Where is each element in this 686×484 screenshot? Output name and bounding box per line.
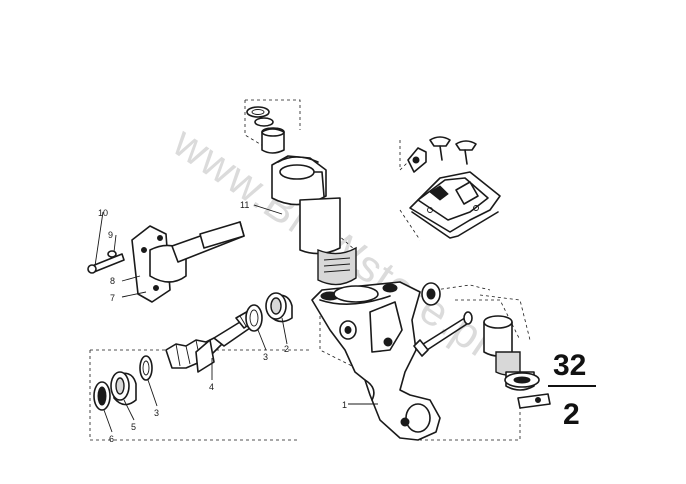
callout-3-lower: 3 <box>154 408 159 418</box>
leader-lines <box>94 204 378 433</box>
part-4-worm-shaft <box>165 309 257 373</box>
sector-shaft-components <box>413 282 551 409</box>
part-1-gear-housing <box>311 281 441 441</box>
input-flange-shaft-assembly <box>87 221 245 303</box>
callout-1: 1 <box>342 400 347 410</box>
callout-10: 10 <box>98 208 108 218</box>
callout-8: 8 <box>110 276 115 286</box>
upper-bearing-rings <box>245 292 293 332</box>
part-11-top-cover-assembly <box>246 106 357 286</box>
callout-6: 6 <box>109 434 114 444</box>
callout-numbers: 10 9 8 7 11 1 4 3 2 3 5 6 <box>98 200 347 444</box>
callout-9: 9 <box>108 230 113 240</box>
callout-3-upper: 3 <box>263 352 268 362</box>
group-number-bottom: 2 <box>563 398 580 431</box>
callout-11: 11 <box>240 200 249 210</box>
group-number-block: 32 2 <box>548 349 596 431</box>
callout-2: 2 <box>284 344 289 354</box>
side-cover-plate-assembly <box>407 136 501 239</box>
callout-7: 7 <box>110 293 115 303</box>
lower-bearing-rings <box>93 355 153 411</box>
callout-5: 5 <box>131 422 136 432</box>
callout-4: 4 <box>209 382 214 392</box>
group-number-top: 32 <box>553 349 586 382</box>
